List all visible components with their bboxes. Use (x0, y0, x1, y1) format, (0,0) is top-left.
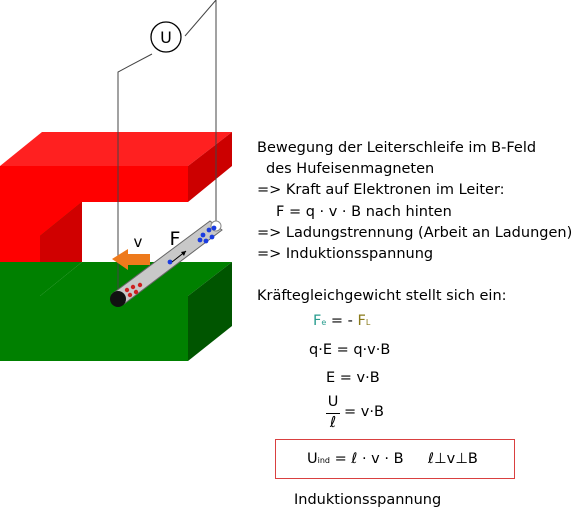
equation-force-balance: Fe = - FL (313, 313, 370, 329)
result-box (275, 439, 515, 479)
caption: Induktionsspannung (294, 492, 442, 508)
eq1-right: F (357, 313, 366, 329)
equilibrium-heading: Kräftegleichgewicht stellt sich ein: (257, 288, 507, 304)
magnet-bottom (0, 196, 232, 361)
electrons (167, 225, 217, 265)
eq1-left-sub: e (321, 318, 327, 327)
fraction-rhs: = v·B (344, 404, 384, 420)
text-line-2: des Hufeisenmagneten (266, 161, 435, 177)
fraction-numerator: U (327, 394, 339, 410)
result-equation: Uind = ℓ · v · B (307, 451, 404, 467)
text-line-3: => Kraft auf Elektronen im Leiter: (257, 182, 505, 198)
magnet-top (0, 132, 232, 262)
result-lhs-sub: ind (317, 456, 330, 465)
equation-qe: q·E = q·v·B (309, 342, 391, 358)
text-line-5: => Ladungstrennung (Arbeit an Ladungen) (257, 225, 573, 241)
equation-e: E = v·B (326, 370, 380, 386)
result-rhs: = ℓ · v · B (330, 451, 404, 467)
result-condition: ℓ⊥v⊥B (428, 451, 478, 467)
fraction-bar (326, 413, 340, 415)
velocity-arrow (112, 249, 150, 270)
velocity-label: v (134, 233, 143, 251)
voltmeter-label: U (160, 28, 172, 47)
eq1-mid: = - (326, 313, 358, 329)
text-line-6: => Induktionsspannung (257, 246, 434, 262)
result-lhs: U (307, 451, 318, 467)
circuit-wires (117, 0, 217, 290)
text-line-4: F = q · v · B nach hinten (276, 204, 452, 220)
voltmeter: U (150, 21, 182, 53)
force-arrow (171, 250, 187, 263)
eq1-right-sub: L (365, 318, 371, 327)
force-label: F (170, 228, 181, 250)
eq1-left: F (313, 313, 322, 329)
fraction-denominator: ℓ (329, 413, 337, 431)
positive-charges (124, 282, 143, 298)
text-line-1: Bewegung der Leiterschleife im B-Feld (257, 140, 537, 156)
